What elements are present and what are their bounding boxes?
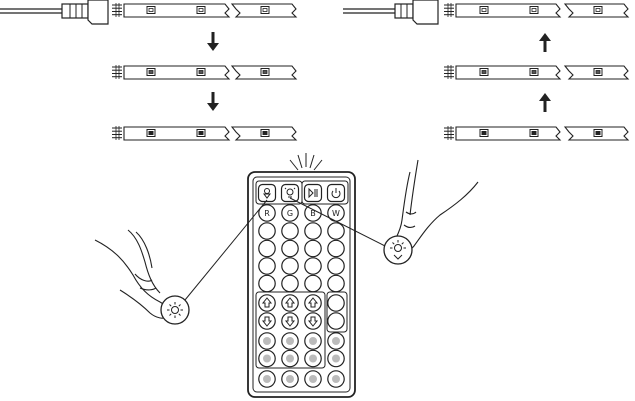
adjust-button[interactable]	[258, 294, 276, 312]
led-chip	[146, 129, 156, 137]
up-arrow-icon	[284, 297, 296, 308]
led-chip	[593, 6, 603, 14]
color-preset-button[interactable]	[304, 239, 322, 258]
right-strip-3	[443, 125, 630, 141]
down-arrow-icon	[284, 316, 296, 327]
down-arrow-icon	[261, 316, 273, 327]
color-preset-button[interactable]	[281, 239, 299, 258]
power-icon	[331, 188, 341, 199]
color-preset-button[interactable]	[258, 222, 276, 240]
bulb-icon	[284, 187, 296, 198]
color-button-g[interactable]	[281, 204, 299, 222]
left-strip-1	[111, 2, 298, 18]
left-controller	[0, 0, 109, 25]
color-preset-button[interactable]	[304, 222, 322, 240]
color-preset-button[interactable]	[281, 222, 299, 240]
sun-down-icon	[390, 240, 406, 260]
right-arrow-up-1	[539, 33, 551, 52]
led-chip	[593, 68, 603, 76]
led-chip	[260, 6, 270, 14]
left-pointer-line	[184, 199, 268, 301]
color-button-label: G	[287, 209, 293, 218]
right-controller	[343, 0, 439, 25]
led-chip	[479, 68, 489, 76]
up-arrow-icon	[261, 297, 273, 308]
left-arrow-down-1	[207, 32, 219, 51]
left-strip-group	[0, 0, 298, 141]
led-chip	[529, 6, 539, 14]
color-preset-button[interactable]	[327, 274, 345, 293]
color-button-b[interactable]	[304, 204, 322, 222]
color-button-label: R	[264, 209, 270, 218]
color-button-label: W	[332, 209, 340, 218]
right-hand-button	[383, 235, 413, 265]
led-chip	[479, 129, 489, 137]
led-chip	[146, 68, 156, 76]
left-strip-2	[111, 64, 298, 80]
left-strip-3	[111, 125, 298, 141]
signal-rays-icon	[289, 153, 323, 171]
led-chip	[529, 129, 539, 137]
led-chip	[260, 129, 270, 137]
led-chip	[529, 68, 539, 76]
left-arrow-down-2	[207, 92, 219, 111]
color-preset-button[interactable]	[281, 257, 299, 275]
adjust-button[interactable]	[304, 294, 322, 312]
led-chip	[260, 68, 270, 76]
left-hand-button	[160, 295, 190, 325]
right-arrow-up-2	[539, 93, 551, 112]
color-preset-button[interactable]	[258, 274, 276, 293]
up-arrow-icon	[307, 297, 319, 308]
left-hand	[94, 229, 170, 319]
mode-button[interactable]	[327, 312, 345, 330]
top-button-bulb[interactable]	[280, 183, 300, 203]
sun-icon	[167, 302, 183, 318]
down-arrow-icon	[307, 316, 319, 327]
right-pointer-line	[289, 197, 386, 247]
brightness-icon	[263, 188, 271, 199]
right-strip-2	[443, 64, 630, 80]
led-chip	[196, 129, 206, 137]
color-preset-button[interactable]	[304, 274, 322, 293]
adjust-button[interactable]	[258, 312, 276, 330]
led-chip	[146, 6, 156, 14]
adjust-button[interactable]	[281, 294, 299, 312]
led-chip	[593, 129, 603, 137]
color-preset-button[interactable]	[327, 257, 345, 275]
color-preset-button[interactable]	[281, 274, 299, 293]
right-strip-1	[443, 2, 630, 18]
color-preset-button[interactable]	[327, 222, 345, 240]
color-preset-button[interactable]	[258, 257, 276, 275]
right-strip-group	[343, 0, 630, 141]
led-chip	[479, 6, 489, 14]
play-pause-icon	[308, 187, 318, 199]
led-chip	[196, 6, 206, 14]
led-chip	[196, 68, 206, 76]
adjust-button[interactable]	[304, 312, 322, 330]
color-preset-button[interactable]	[327, 239, 345, 258]
right-hand	[395, 159, 479, 252]
color-button-label: B	[310, 209, 316, 218]
adjust-button[interactable]	[281, 312, 299, 330]
color-preset-button[interactable]	[304, 257, 322, 275]
color-preset-button[interactable]	[258, 239, 276, 258]
mode-button[interactable]	[327, 294, 345, 312]
color-button-r[interactable]	[258, 204, 276, 222]
